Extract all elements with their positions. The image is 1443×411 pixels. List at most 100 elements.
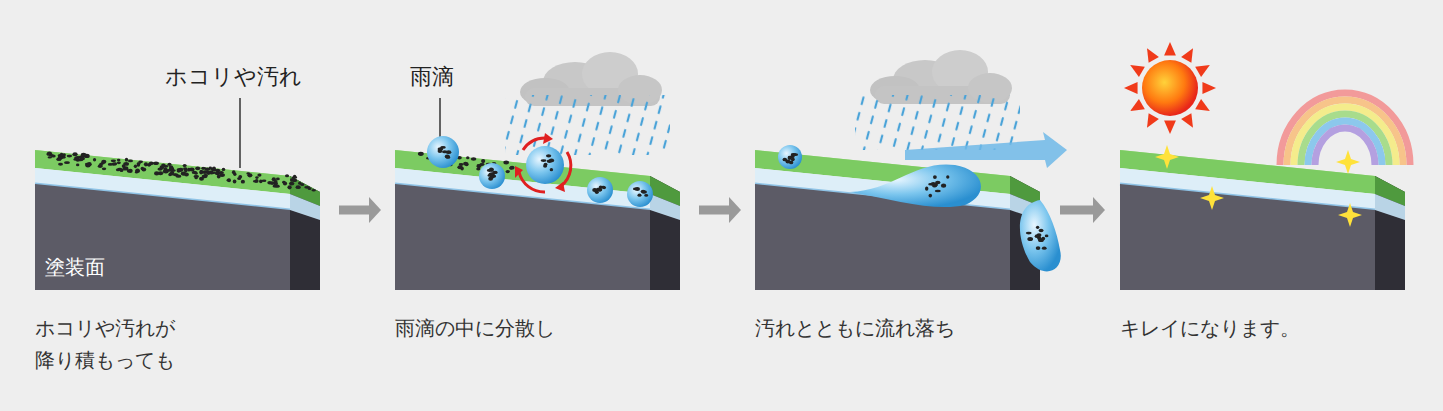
- dust-dot: [289, 182, 294, 186]
- dust-dot: [227, 179, 231, 182]
- surface-label: 塗装面: [45, 254, 105, 281]
- dust-dot: [163, 165, 168, 168]
- dust-dot: [117, 159, 121, 162]
- sun-ray: [1181, 48, 1193, 63]
- dust-dot: [149, 161, 154, 165]
- dust-dot: [60, 153, 63, 157]
- dust-dot: [64, 161, 70, 164]
- dust-dot: [789, 156, 792, 159]
- dust-dot: [1035, 234, 1040, 238]
- dust-dot: [935, 190, 941, 193]
- dust-dot: [128, 160, 133, 163]
- dust-dot: [283, 182, 287, 186]
- dust-dot: [446, 150, 451, 154]
- dust-dot: [47, 153, 51, 156]
- dust-dot: [506, 170, 510, 173]
- dust-dot: [792, 153, 798, 156]
- dust-dot: [253, 180, 258, 183]
- dust-dot: [463, 162, 468, 166]
- dust-dot: [172, 173, 176, 176]
- dust-dot: [510, 166, 515, 170]
- sun-ray: [1195, 99, 1210, 111]
- dust-dot: [445, 155, 450, 159]
- dust-dot: [189, 168, 194, 172]
- dust-dot: [194, 176, 197, 179]
- dust-dot: [285, 174, 289, 177]
- step-panel: 汚れとともに流れ落ち: [755, 20, 1045, 395]
- dust-dot: [642, 190, 647, 193]
- dust-dot: [112, 163, 115, 166]
- dust-dot: [931, 182, 936, 186]
- dust-dot: [550, 168, 553, 171]
- dust-dot: [56, 157, 61, 161]
- dust-dot: [925, 187, 928, 191]
- dust-dot: [222, 168, 226, 171]
- dust-dot: [210, 172, 216, 175]
- dust-dot: [217, 175, 221, 179]
- dust-dot: [488, 172, 493, 176]
- dust-dot: [116, 168, 120, 171]
- dust-dot: [601, 186, 605, 189]
- dust-dot: [120, 168, 124, 172]
- dust-dot: [274, 180, 278, 183]
- step-arrow: [339, 197, 381, 223]
- sun-ray: [1147, 48, 1159, 63]
- step-panel: キレイになります。: [1120, 20, 1410, 395]
- dust-dot: [153, 161, 159, 165]
- dust-dot: [176, 175, 182, 178]
- dust-dot: [635, 187, 640, 191]
- dust-dot: [255, 176, 258, 179]
- dust-dot: [929, 194, 932, 198]
- dust-dot: [292, 176, 298, 179]
- dust-dot: [98, 164, 103, 168]
- dust-dot: [637, 194, 641, 197]
- dust-dot: [933, 175, 937, 179]
- sun-ray: [1164, 42, 1176, 56]
- dust-dot: [184, 173, 189, 177]
- dust-dot: [102, 167, 106, 170]
- dust-dot: [168, 173, 172, 176]
- dust-dot: [546, 154, 551, 157]
- dust-dot: [946, 175, 949, 179]
- raindrop-label: 雨滴: [410, 62, 454, 92]
- dust-dot: [183, 167, 187, 170]
- step-arrow: [699, 197, 741, 223]
- dust-dot: [1045, 235, 1049, 238]
- dust-dot: [218, 171, 223, 174]
- dust-dot: [541, 159, 547, 162]
- dust-dot: [1039, 229, 1044, 232]
- dust-dot: [199, 170, 202, 174]
- dust-dot: [158, 171, 163, 175]
- dust-dot: [75, 156, 79, 160]
- dust-dot: [72, 152, 77, 156]
- dust-dot: [137, 163, 140, 167]
- dust-dot: [111, 159, 116, 162]
- dust-dot: [1027, 237, 1033, 241]
- sun-ray: [1130, 65, 1145, 77]
- dust-dot: [1042, 247, 1047, 250]
- sun-ray: [1181, 113, 1193, 128]
- dust-dot: [80, 156, 85, 160]
- dust-dot: [459, 163, 464, 166]
- dust-dot: [287, 185, 291, 189]
- dust-dot: [125, 158, 128, 162]
- step-caption: ホコリや汚れが 降り積もっても: [35, 312, 250, 376]
- dust-dot: [163, 170, 168, 173]
- dust-dot: [238, 175, 242, 179]
- dust-dot: [259, 179, 262, 183]
- dust-dot: [276, 177, 280, 180]
- dust-dot: [549, 158, 554, 162]
- sun-ray: [1195, 65, 1210, 77]
- dust-dot: [201, 167, 204, 170]
- dust-dot: [494, 171, 498, 174]
- dust-dot: [783, 158, 788, 162]
- dust-dot: [1036, 226, 1039, 229]
- dust-dot: [471, 157, 477, 161]
- dust-dot: [192, 171, 197, 174]
- dust-dot: [67, 155, 72, 158]
- dust-dot: [481, 159, 485, 163]
- dust-dot: [93, 158, 96, 162]
- dust-dot: [227, 178, 231, 182]
- dust-dot: [178, 168, 183, 172]
